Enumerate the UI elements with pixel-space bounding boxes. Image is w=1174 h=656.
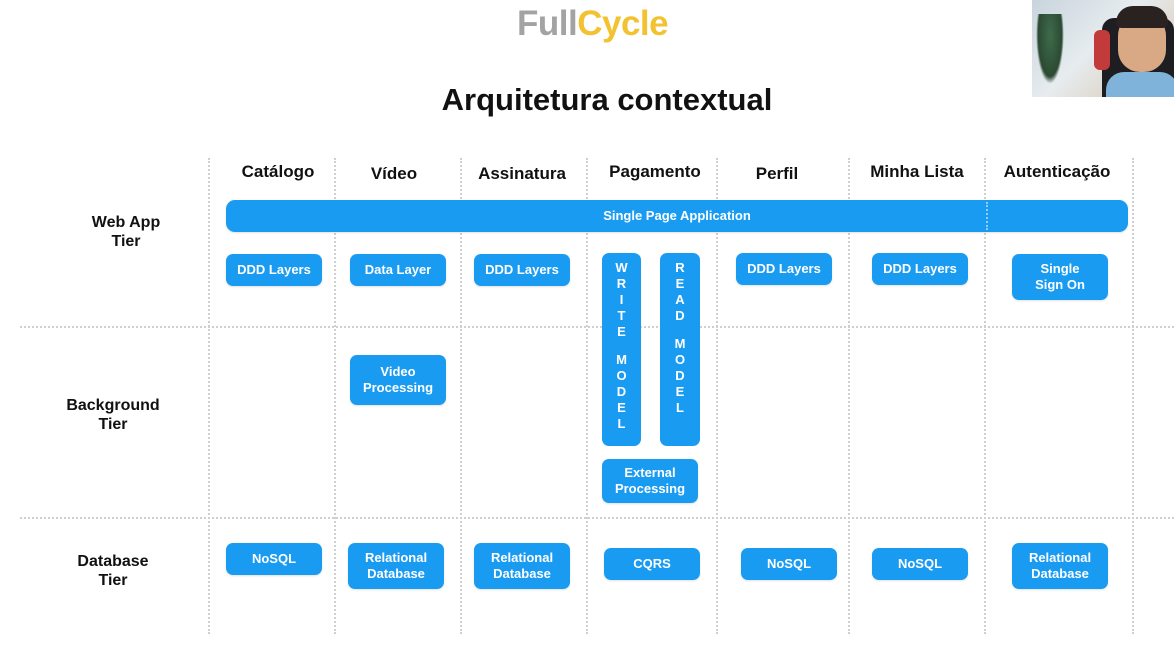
column-divider — [716, 158, 718, 634]
tier-label-web-app: Web App Tier — [91, 214, 161, 250]
column-header-minha-lista: Minha Lista — [870, 162, 964, 181]
webcam-overlay — [1032, 0, 1174, 97]
assinatura-relational-database: Relational Database — [474, 543, 570, 589]
video-processing: Video Processing — [350, 355, 446, 405]
assinatura-ddd-layers: DDD Layers — [474, 254, 570, 286]
column-divider — [334, 158, 336, 634]
autenticacao-relational-database: Relational Database — [1012, 543, 1108, 589]
tier-divider — [20, 326, 1174, 328]
webcam-presenter-shirt — [1106, 72, 1174, 97]
column-header-pagamento: Pagamento — [609, 162, 701, 181]
spa-bar: Single Page Application — [226, 200, 1128, 232]
minha-lista-nosql: NoSQL — [872, 548, 968, 580]
autenticacao-single-sign-on: Single Sign On — [1012, 254, 1108, 300]
perfil-nosql: NoSQL — [741, 548, 837, 580]
slide-title: Arquitetura contextual — [441, 82, 773, 117]
column-divider — [208, 158, 210, 634]
pagamento-cqrs: CQRS — [604, 548, 700, 580]
catalogo-ddd-layers: DDD Layers — [226, 254, 322, 286]
column-header-assinatura: Assinatura — [478, 164, 566, 183]
column-divider — [984, 158, 986, 634]
minha-lista-ddd-layers: DDD Layers — [872, 253, 968, 285]
webcam-plant — [1036, 14, 1064, 84]
webcam-chair-accent — [1094, 30, 1110, 70]
webcam-presenter-hair — [1116, 6, 1168, 28]
column-header-video: Vídeo — [370, 164, 418, 183]
column-divider — [586, 158, 588, 634]
tier-label-background: Background Tier — [66, 397, 160, 433]
video-data-layer: Data Layer — [350, 254, 446, 286]
tier-divider — [20, 517, 1174, 519]
video-relational-database: Relational Database — [348, 543, 444, 589]
pagamento-external-processing: External Processing — [602, 459, 698, 503]
column-header-catalogo: Catálogo — [241, 162, 315, 181]
fullcycle-logo: FullCycle — [517, 4, 669, 43]
column-header-autenticacao: Autenticação — [1003, 162, 1111, 181]
pagamento-write-model: W R I T E M O D E L — [602, 253, 641, 446]
column-header-perfil: Perfil — [755, 164, 799, 183]
column-divider — [1132, 158, 1134, 634]
column-divider — [460, 158, 462, 634]
spa-divider — [986, 202, 988, 230]
pagamento-read-model: R E A D M O D E L — [660, 253, 700, 446]
catalogo-nosql: NoSQL — [226, 543, 322, 575]
column-divider — [848, 158, 850, 634]
perfil-ddd-layers: DDD Layers — [736, 253, 832, 285]
tier-label-database: Database Tier — [77, 553, 149, 589]
